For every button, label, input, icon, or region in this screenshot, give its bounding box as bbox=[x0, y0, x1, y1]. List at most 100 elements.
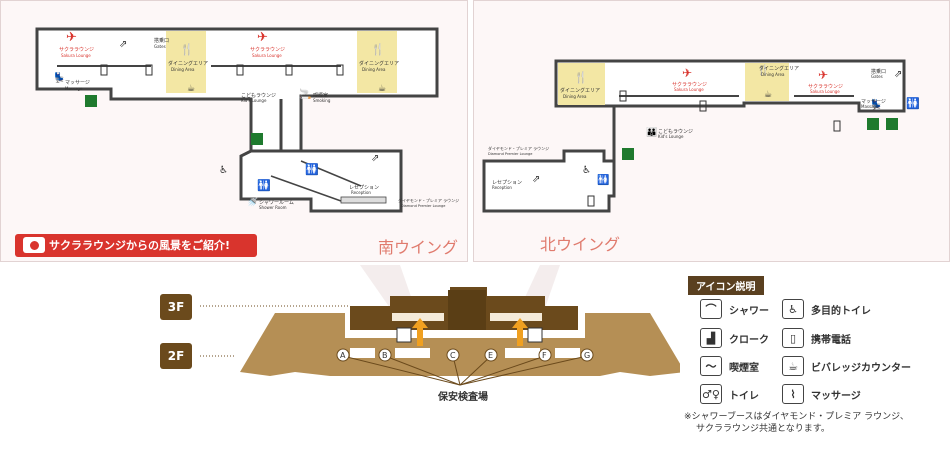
camera-icon bbox=[23, 237, 45, 253]
legend-item-shower: ⌒ シャワー bbox=[700, 299, 769, 319]
north-diamond-label-en: Diamond Premier Lounge bbox=[488, 152, 532, 156]
beverage-counter-icon: ☕ bbox=[187, 84, 195, 94]
south-dining-2-label-en: Dining Area bbox=[362, 67, 386, 72]
south-shower-label-en: Shower Room bbox=[259, 205, 287, 210]
multipurpose-toilet-icon: ♿ bbox=[782, 299, 804, 319]
north-kids-label-en: Kid's Lounge bbox=[658, 134, 684, 139]
mobile-phone-icon bbox=[587, 195, 595, 207]
south-dining-1-label: ダイニングエリア bbox=[168, 60, 208, 67]
north-massage-label-en: Massage bbox=[861, 104, 879, 109]
south-reception-label-en: Reception bbox=[351, 190, 371, 195]
escalator-icon bbox=[527, 327, 543, 343]
gate-label: C bbox=[450, 351, 456, 360]
massage-icon: 💺 bbox=[53, 71, 65, 84]
emergency-exit-icon bbox=[85, 95, 97, 107]
gate-label: G bbox=[584, 351, 590, 360]
north-exit-label-en: Gates bbox=[871, 74, 883, 79]
camera-banner-link[interactable]: サクララウンジからの風景をご紹介! bbox=[15, 234, 257, 257]
legend-label: シャワー bbox=[729, 305, 769, 317]
north-dining-2-label: ダイニングエリア bbox=[759, 65, 799, 72]
north-lounge-logo-1: ✈ bbox=[682, 66, 692, 80]
multipurpose-toilet-icon: ♿ bbox=[582, 165, 591, 176]
north-reception-label-en: Reception bbox=[492, 185, 512, 190]
north-wing-panel: ✈ ✈ 🚻 🚻 ♿ ⇗ ⇗ ☕ 🍴 🍴 💺 👪 ダイニングエリア Dining … bbox=[473, 0, 950, 262]
legend-label: トイレ bbox=[729, 390, 759, 402]
dining-icon: 🍴 bbox=[371, 43, 385, 56]
mobile-phone-icon bbox=[699, 100, 707, 112]
floor-3f-button[interactable]: 3F bbox=[160, 294, 192, 320]
up-arrow-icon bbox=[512, 318, 528, 346]
north-lounge-logo-2: ✈ bbox=[818, 68, 828, 82]
escalator-icon: ⇗ bbox=[532, 174, 540, 185]
dining-icon: 🍴 bbox=[574, 71, 588, 84]
emergency-exit-icon bbox=[867, 118, 879, 130]
escalator-icon bbox=[396, 327, 412, 343]
north-massage-label: マッサージ bbox=[861, 99, 886, 105]
legend-note-line1: ※シャワーブースはダイヤモンド・プレミア ラウンジ、 bbox=[684, 412, 909, 422]
svg-text:✈: ✈ bbox=[257, 30, 268, 45]
south-wing-label: 南ウイング bbox=[378, 238, 459, 257]
emergency-exit-icon bbox=[251, 133, 263, 145]
north-reception-label: レセプション bbox=[492, 180, 522, 186]
north-diamond-label: ダイヤモンド・プレミア ラウンジ bbox=[488, 145, 549, 151]
legend-label: クローク bbox=[729, 334, 769, 346]
north-dining-1-label-en: Dining Area bbox=[563, 94, 587, 99]
south-wing-panel: ✈ ✈ 🚻 🚻 ♿ ⇗ ⇗ ☕ ☕ 🍴 🍴 🚬 💺 🚿 bbox=[0, 0, 468, 262]
camera-banner-text: サクララウンジからの風景をご紹介! bbox=[49, 239, 231, 252]
dining-icon: 🍴 bbox=[757, 63, 769, 76]
south-lounge-logo-1-label-en: Sakura Lounge bbox=[61, 53, 91, 58]
north-dining-1-label: ダイニングエリア bbox=[560, 87, 600, 94]
legend-item-mobile-phone: ▯ 携帯電話 bbox=[782, 328, 851, 348]
south-dining-area-2 bbox=[357, 31, 397, 93]
south-lounge-logo-2: ✈ bbox=[257, 30, 268, 45]
north-lounge-logo-2-label: サクララウンジ bbox=[808, 83, 843, 90]
mobile-phone-icon bbox=[145, 64, 153, 76]
escalator-icon: ⇗ bbox=[119, 39, 127, 50]
legend-title: アイコン説明 bbox=[688, 276, 764, 295]
escalator-icon: ⇗ bbox=[371, 153, 379, 164]
south-lounge-logo-1-label: サクララウンジ bbox=[59, 46, 94, 53]
gate-f-marker bbox=[538, 348, 552, 362]
massage-icon: ⌇ bbox=[782, 384, 804, 404]
legend-label: 喫煙室 bbox=[729, 362, 759, 374]
gate-c-marker bbox=[446, 348, 460, 362]
gate-label: E bbox=[488, 351, 493, 360]
legend-item-beverage-counter: ☕ ビバレッジカウンター bbox=[782, 356, 911, 376]
legend-label: ビバレッジカウンター bbox=[811, 362, 911, 374]
floor-2f-button[interactable]: 2F bbox=[160, 343, 192, 369]
escalator-icon: ⇗ bbox=[894, 69, 902, 80]
south-diamond-label: ダイヤモンド・プレミア ラウンジ bbox=[398, 197, 459, 203]
north-exit-label: 搭乗口 bbox=[871, 68, 886, 75]
south-dining-2-label: ダイニングエリア bbox=[359, 60, 399, 67]
emergency-exit-icon bbox=[622, 148, 634, 160]
legend-item-massage: ⌇ マッサージ bbox=[782, 384, 861, 404]
toilet-icon: 🚻 bbox=[597, 173, 609, 186]
multipurpose-toilet-icon: ♿ bbox=[219, 165, 228, 176]
legend-item-toilet: ♂♀ トイレ bbox=[700, 384, 759, 404]
mobile-phone-icon bbox=[336, 64, 344, 76]
north-dining-area-2 bbox=[745, 63, 789, 101]
smoking-room-icon: 〜 bbox=[700, 356, 722, 376]
north-kids-label: こどもラウンジ bbox=[658, 128, 693, 135]
security-checkpoint-label: 保安検査場 bbox=[438, 392, 488, 403]
south-exit-label: 搭乗口 bbox=[154, 37, 169, 44]
shower-icon: 🚿 bbox=[247, 196, 258, 208]
mobile-phone-icon bbox=[236, 64, 244, 76]
cloak-icon: ▟ bbox=[700, 328, 722, 348]
south-kids-label-en: Kid's Lounge bbox=[241, 98, 267, 103]
gate-e-marker bbox=[484, 348, 498, 362]
legend-item-cloak: ▟ クローク bbox=[700, 328, 769, 348]
gate-label: F bbox=[542, 351, 547, 360]
south-exit-label-en: Gates bbox=[154, 44, 166, 49]
south-kids-label: こどもラウンジ bbox=[241, 92, 276, 99]
south-dining-1-label-en: Dining Area bbox=[171, 67, 195, 72]
south-smoking-label-en: Smoking bbox=[313, 98, 331, 103]
legend-note-line2: サクララウンジ共通となります。 bbox=[696, 424, 830, 434]
beverage-counter-icon: ☕ bbox=[782, 356, 804, 376]
gate-a-marker bbox=[336, 348, 350, 362]
north-lounge-logo-2-label-en: Sakura Lounge bbox=[810, 89, 840, 94]
toilet-icon: 🚻 bbox=[257, 179, 271, 192]
legend-item-multipurpose-toilet: ♿ 多目的トイレ bbox=[782, 299, 871, 319]
massage-icon: 💺 bbox=[870, 98, 882, 111]
toilet-icon: ♂♀ bbox=[700, 384, 722, 404]
